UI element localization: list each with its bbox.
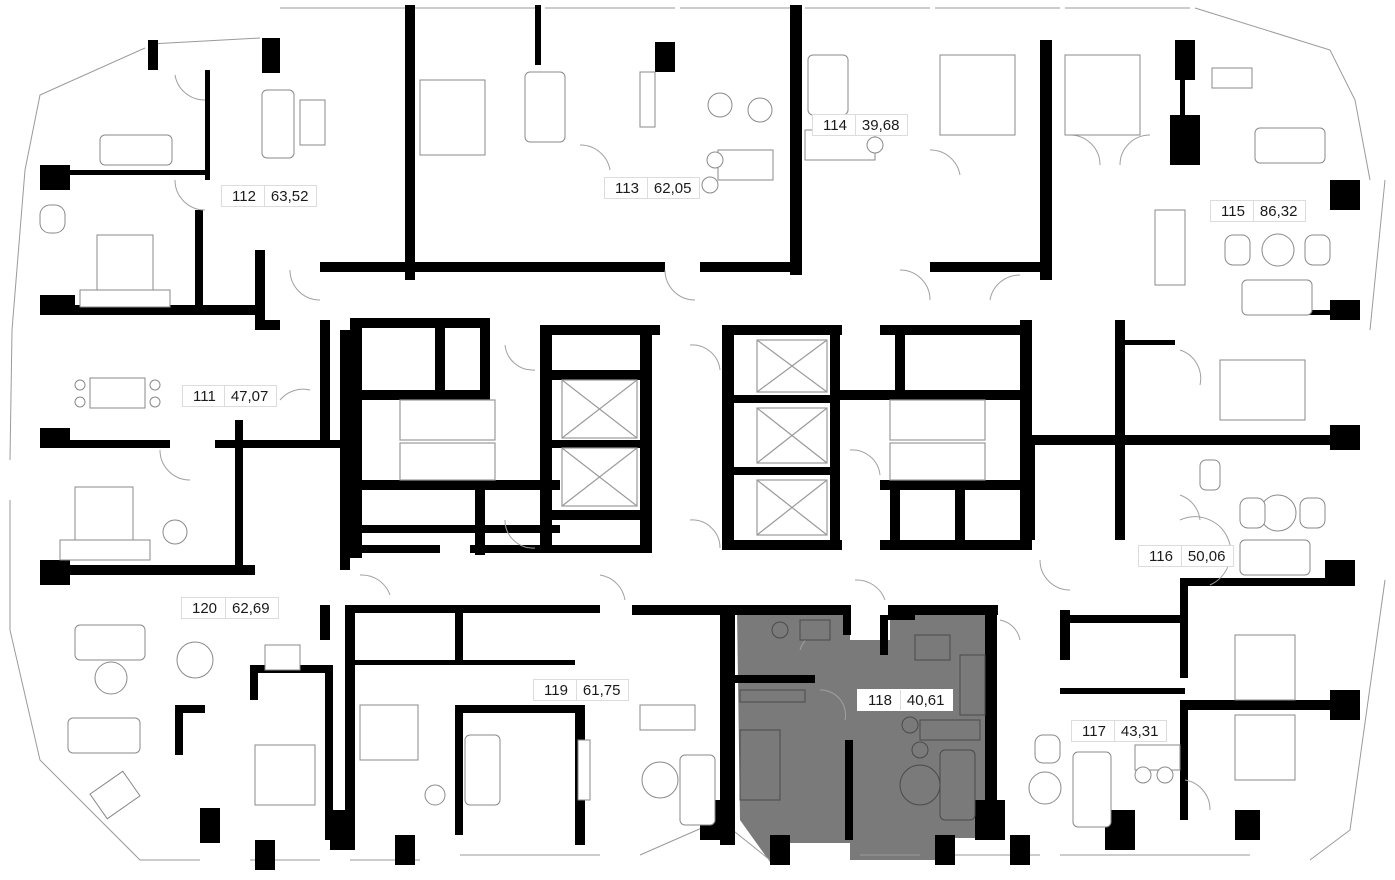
unit-number: 120 <box>182 598 227 618</box>
unit-118-furniture <box>739 619 986 821</box>
unit-area: 62,69 <box>232 600 270 617</box>
unit-number: 118 <box>858 690 901 710</box>
unit-region-118[interactable] <box>735 610 985 855</box>
unit-area: 50,06 <box>1187 548 1226 565</box>
unit-number: 117 <box>1072 721 1115 741</box>
facade-windows <box>9 7 1386 861</box>
unit-number: 116 <box>1139 546 1182 566</box>
elevators <box>561 339 828 536</box>
unit-number: 112 <box>222 186 265 206</box>
unit-area: 62,05 <box>653 180 692 197</box>
unit-label-117[interactable]: 117 43,31 <box>1071 720 1168 742</box>
unit-region-119[interactable] <box>345 605 720 850</box>
unit-area: 86,32 <box>1259 203 1298 220</box>
unit-label-113[interactable]: 113 62,05 <box>604 177 701 199</box>
doors <box>159 74 1232 811</box>
unit-area: 39,68 <box>861 117 900 134</box>
unit-area: 43,31 <box>1120 723 1159 740</box>
unit-region-111[interactable] <box>40 315 320 565</box>
unit-region-114[interactable] <box>800 10 1040 265</box>
unit-label-116[interactable]: 116 50,06 <box>1138 545 1235 567</box>
unit-area: 47,07 <box>230 388 269 405</box>
unit-region-115[interactable] <box>1050 10 1370 310</box>
unit-number: 119 <box>534 680 577 700</box>
unit-area: 61,75 <box>582 682 621 699</box>
unit-label-111[interactable]: 111 47,07 <box>182 385 278 407</box>
unit-region-113[interactable] <box>410 10 790 265</box>
unit-number: 113 <box>605 178 648 198</box>
furniture <box>39 54 1331 828</box>
unit-region-117[interactable] <box>1000 585 1360 855</box>
unit-label-120[interactable]: 120 62,69 <box>181 597 279 619</box>
unit-area: 40,61 <box>906 692 945 709</box>
unit-label-115[interactable]: 115 86,32 <box>1210 200 1307 222</box>
unit-number: 111 <box>183 386 225 406</box>
unit-label-114[interactable]: 114 39,68 <box>812 114 909 136</box>
stairs <box>399 399 986 481</box>
unit-label-119[interactable]: 119 61,75 <box>533 679 630 701</box>
walls <box>40 5 1360 870</box>
unit-region-112[interactable] <box>40 40 320 310</box>
unit-regions[interactable] <box>40 10 1370 855</box>
unit-label-118-selected[interactable]: 118 40,61 <box>857 689 954 711</box>
unit-number: 114 <box>813 115 856 135</box>
unit-area: 63,52 <box>270 188 309 205</box>
unit-number: 115 <box>1211 201 1254 221</box>
unit-label-112[interactable]: 112 63,52 <box>221 185 318 207</box>
unit-region-116[interactable] <box>1035 320 1365 580</box>
